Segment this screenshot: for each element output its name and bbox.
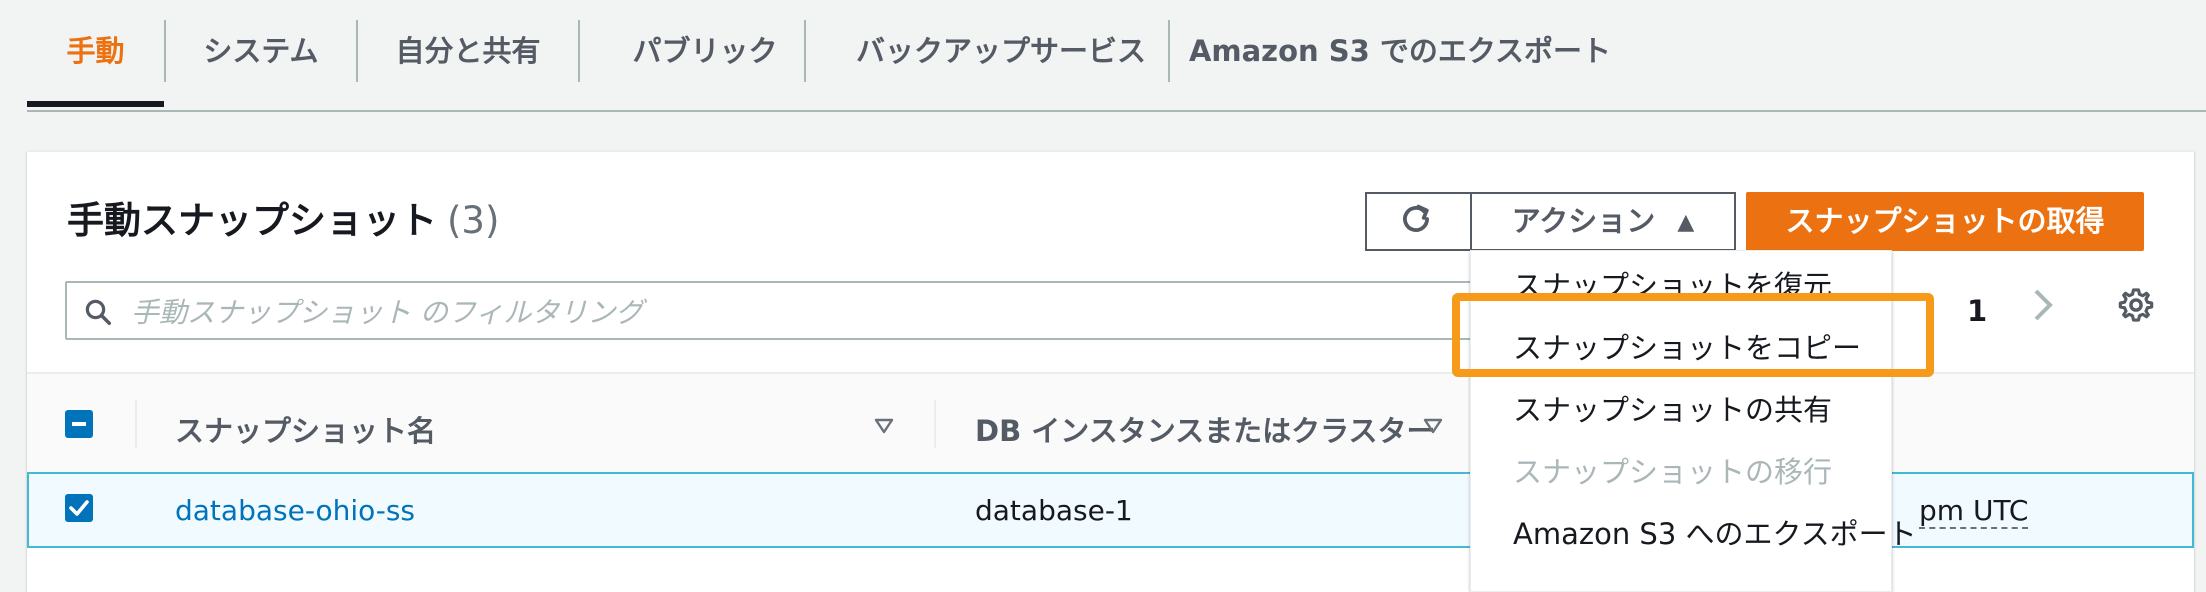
tab-system[interactable]: システム: [203, 34, 319, 68]
actions-button[interactable]: アクション ▲: [1470, 192, 1736, 251]
tab-shared-with-me[interactable]: 自分と共有: [395, 34, 541, 68]
check-icon: [69, 500, 89, 516]
refresh-icon: [1402, 204, 1429, 232]
chevron-right-icon[interactable]: [2028, 285, 2058, 325]
row-checkbox[interactable]: [65, 494, 93, 522]
column-divider: [934, 400, 936, 448]
column-header-snapshot-name[interactable]: スナップショット名: [175, 414, 437, 448]
sort-down-icon[interactable]: [1423, 418, 1443, 434]
menu-item-export-s3[interactable]: Amazon S3 へのエクスポート: [1513, 517, 1917, 551]
column-divider: [135, 400, 137, 448]
menu-item-migrate-snapshot: スナップショットの移行: [1513, 455, 1833, 489]
tab-bar: 手動 システム 自分と共有 パブリック バックアップサービス Amazon S3…: [27, 0, 2206, 112]
page-number[interactable]: 1: [1967, 294, 1988, 328]
tab-divider: [164, 20, 166, 82]
take-snapshot-button[interactable]: スナップショットの取得: [1746, 192, 2144, 251]
snapshot-time-text: pm UTC: [1919, 494, 2029, 529]
tab-backup-service[interactable]: バックアップサービス: [855, 34, 1146, 68]
sort-down-icon[interactable]: [874, 418, 894, 434]
panel-title-text: 手動スナップショット: [67, 199, 437, 242]
column-header-db-instance[interactable]: DB インスタンスまたはクラスター: [975, 414, 1436, 448]
db-instance-cell: database-1: [975, 494, 1133, 527]
menu-item-share-snapshot[interactable]: スナップショットの共有: [1513, 393, 1833, 427]
search-input[interactable]: [129, 289, 1433, 335]
tab-divider: [578, 20, 580, 82]
gear-icon[interactable]: [2117, 286, 2155, 324]
tab-manual[interactable]: 手動: [66, 34, 125, 68]
tab-export-s3[interactable]: Amazon S3 でのエクスポート: [1188, 34, 1612, 68]
actions-label: アクション: [1511, 204, 1656, 238]
tab-divider: [356, 20, 358, 82]
indeterminate-icon: [72, 422, 86, 426]
snapshot-name-link[interactable]: database-ohio-ss: [175, 494, 416, 527]
page-title: 手動スナップショット(3): [67, 190, 499, 244]
highlight-box: [1452, 293, 1934, 377]
snapshot-time-cell: pm UTC: [1919, 494, 2029, 529]
tab-divider: [1168, 20, 1170, 82]
tab-public[interactable]: パブリック: [632, 34, 778, 68]
search-icon: [85, 299, 111, 325]
active-tab-indicator: [27, 101, 164, 107]
menu-item-copy-snapshot[interactable]: スナップショットをコピー: [1513, 331, 1862, 365]
select-all-checkbox[interactable]: [65, 410, 93, 438]
filter-box: [65, 281, 1565, 340]
caret-up-icon: ▲: [1677, 210, 1695, 235]
tab-divider: [804, 20, 806, 82]
snapshot-count: (3): [447, 199, 500, 242]
